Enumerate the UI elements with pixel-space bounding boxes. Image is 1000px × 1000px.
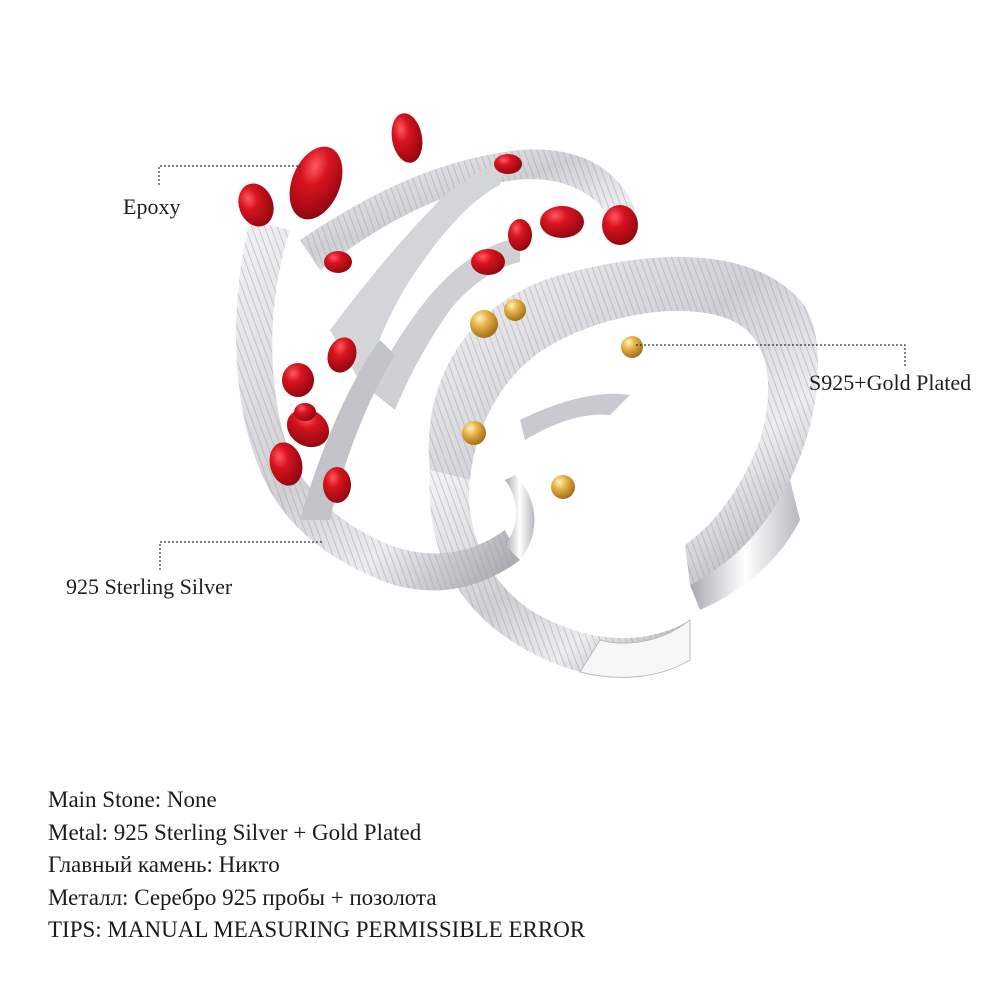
gold-plated-callout-label: S925+Gold Plated [809,370,972,395]
callout-leaders [158,165,906,570]
spec-main-stone: Main Stone: None [48,787,217,812]
spec-tips: TIPS: MANUAL MEASURING PERMISSIBLE ERROR [48,917,586,942]
epoxy-leader [158,165,301,185]
right-ring [428,257,819,678]
epoxy-callout-label: Epoxy [123,194,181,219]
sterling-silver-callout-label: 925 Sterling Silver [66,574,233,599]
spec-metal-ru: Металл: Серебро 925 пробы + позолота [48,884,437,910]
spec-metal: Metal: 925 Sterling Silver + Gold Plated [48,819,422,845]
left-ring [236,149,635,591]
product-specs: Main Stone: None Metal: 925 Sterling Sil… [48,784,585,947]
spec-main-stone-ru: Главный камень: Никто [48,852,280,877]
product-image [158,113,906,678]
gold-leader [636,344,906,368]
gold-beads [462,299,643,499]
silver-leader [159,541,322,570]
epoxy-berries [238,113,638,503]
